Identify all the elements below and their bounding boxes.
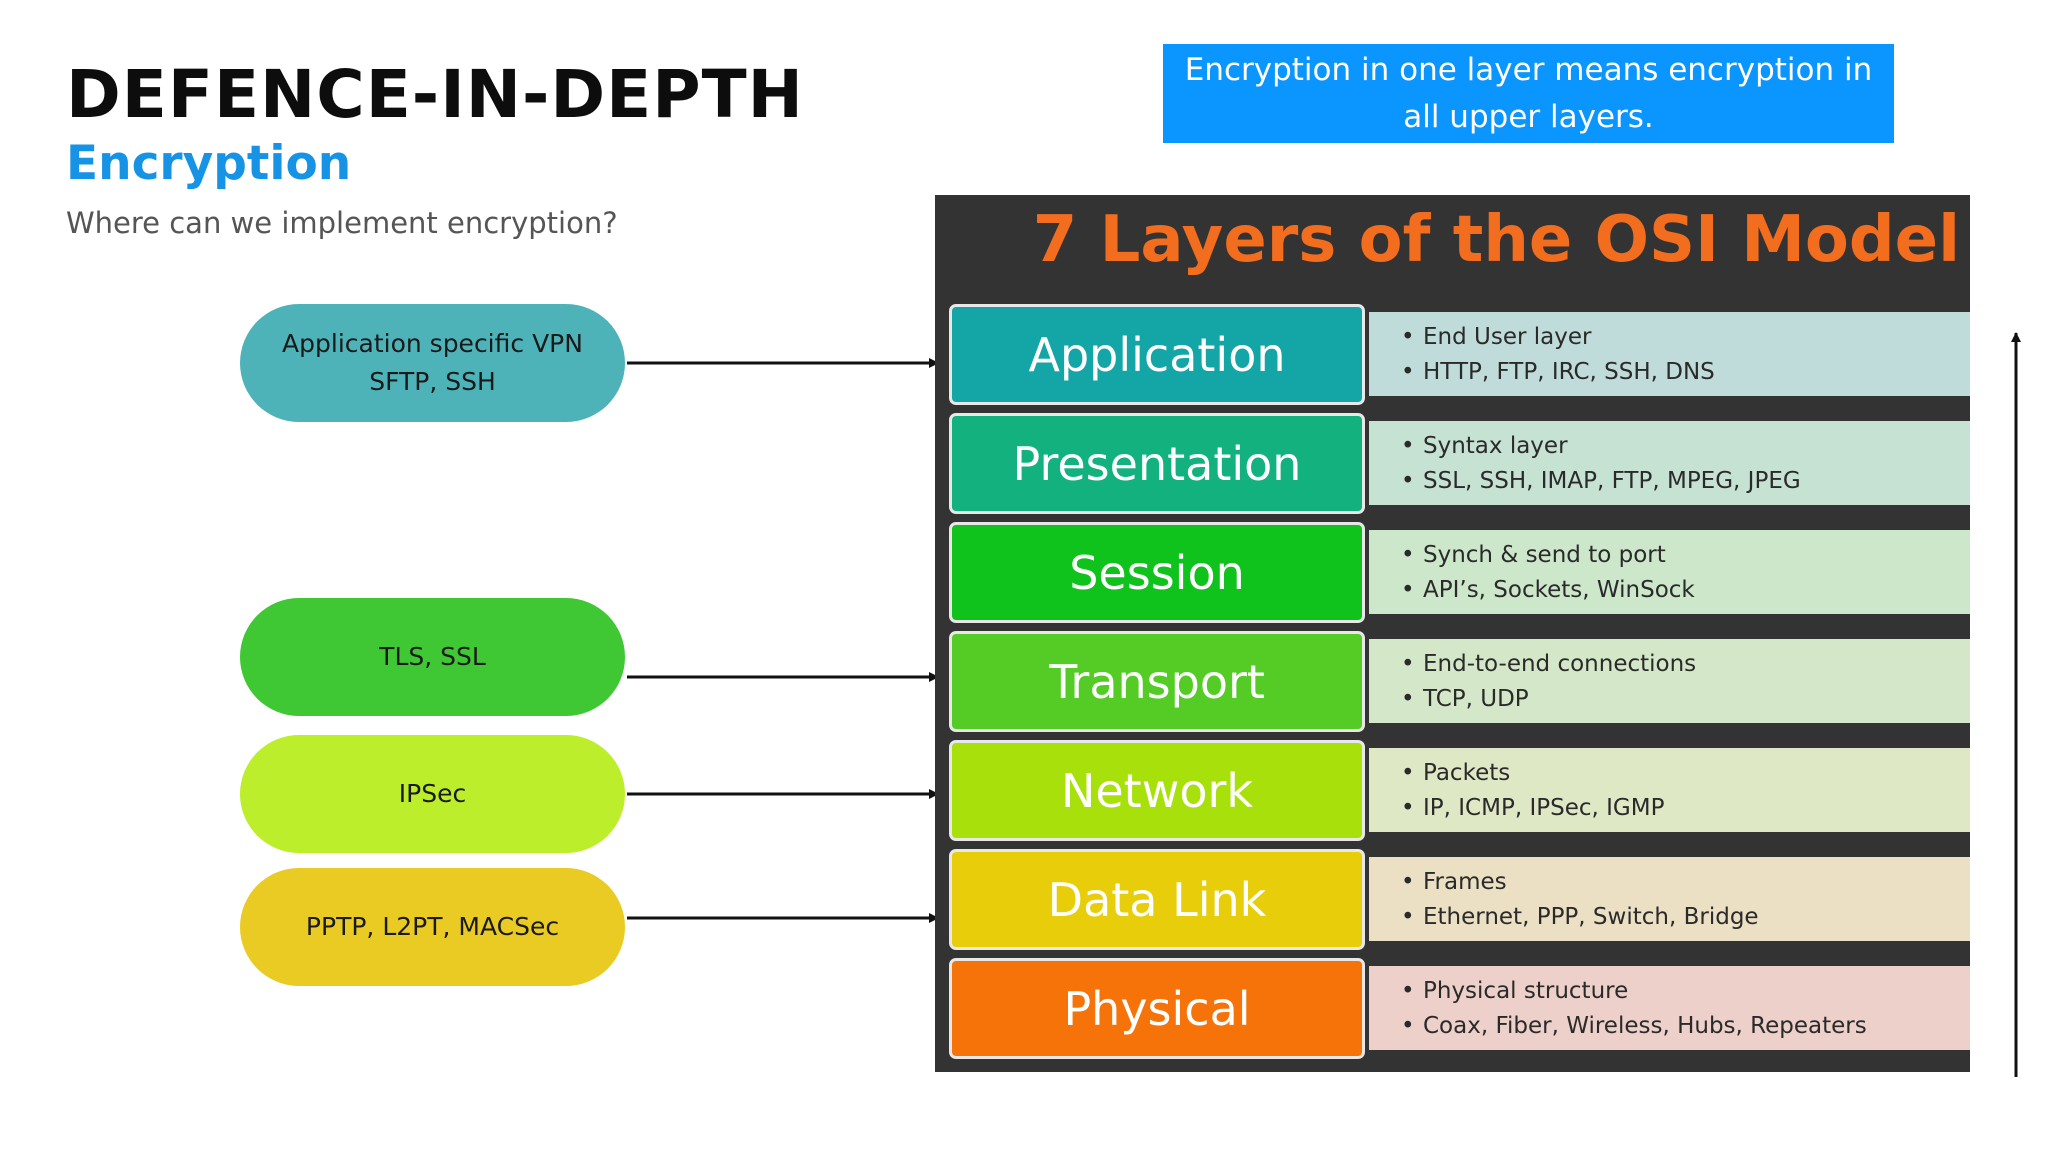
osi-model-panel: 7 Layers of the OSI Model Application En… [935, 195, 1970, 1072]
layer-name: Session [949, 522, 1365, 623]
layer-name: Transport [949, 631, 1365, 732]
layer-name: Application [949, 304, 1365, 405]
layer-description: Packets IP, ICMP, IPSec, IGMP [1369, 748, 1970, 832]
layer-desc-line: End-to-end connections [1401, 647, 1970, 682]
osi-title: 7 Layers of the OSI Model [1032, 203, 1960, 277]
osi-layer-application: Application End User layer HTTP, FTP, IR… [949, 304, 1970, 405]
encryption-callout: Encryption in one layer means encryption… [1163, 44, 1894, 143]
method-pill-tls-ssl: TLS, SSL [240, 598, 625, 716]
layer-desc-line: Packets [1401, 756, 1970, 791]
osi-layer-presentation: Presentation Syntax layer SSL, SSH, IMAP… [949, 413, 1970, 514]
osi-layer-transport: Transport End-to-end connections TCP, UD… [949, 631, 1970, 732]
method-pill-line: TLS, SSL [379, 642, 486, 671]
method-pill-line: PPTP, L2PT, MACSec [305, 912, 560, 941]
layer-name: Presentation [949, 413, 1365, 514]
layer-desc-line: End User layer [1401, 320, 1970, 355]
layer-desc-line: Syntax layer [1401, 429, 1970, 464]
method-pill-pptp-l2pt-macsec: PPTP, L2PT, MACSec [240, 868, 625, 986]
layer-name: Physical [949, 958, 1365, 1059]
layer-desc-line: Ethernet, PPP, Switch, Bridge [1401, 900, 1970, 935]
callout-text: Encryption in one layer means encryption… [1184, 51, 1873, 135]
osi-layer-session: Session Synch & send to port API’s, Sock… [949, 522, 1970, 623]
method-pill-line: SFTP, SSH [369, 367, 496, 396]
layer-desc-line: SSL, SSH, IMAP, FTP, MPEG, JPEG [1401, 464, 1970, 499]
page-subtitle: Encryption [66, 136, 352, 191]
layer-description: Syntax layer SSL, SSH, IMAP, FTP, MPEG, … [1369, 421, 1970, 505]
layer-description: End User layer HTTP, FTP, IRC, SSH, DNS [1369, 312, 1970, 396]
layer-desc-line: Frames [1401, 865, 1970, 900]
layer-desc-line: Synch & send to port [1401, 538, 1970, 573]
layer-description: Frames Ethernet, PPP, Switch, Bridge [1369, 857, 1970, 941]
layer-desc-line: IP, ICMP, IPSec, IGMP [1401, 791, 1970, 826]
layer-name: Data Link [949, 849, 1365, 950]
layer-desc-line: Physical structure [1401, 974, 1970, 1009]
layer-description: End-to-end connections TCP, UDP [1369, 639, 1970, 723]
osi-layer-data-link: Data Link Frames Ethernet, PPP, Switch, … [949, 849, 1970, 950]
method-pill-ipsec: IPSec [240, 735, 625, 853]
page-question: Where can we implement encryption? [66, 206, 618, 240]
osi-layer-network: Network Packets IP, ICMP, IPSec, IGMP [949, 740, 1970, 841]
osi-layer-physical: Physical Physical structure Coax, Fiber,… [949, 958, 1970, 1059]
layer-name: Network [949, 740, 1365, 841]
layer-desc-line: HTTP, FTP, IRC, SSH, DNS [1401, 355, 1970, 390]
method-pill-line: Application specific VPN [282, 329, 583, 358]
layer-description: Physical structure Coax, Fiber, Wireless… [1369, 966, 1970, 1050]
layer-desc-line: API’s, Sockets, WinSock [1401, 573, 1970, 608]
layer-description: Synch & send to port API’s, Sockets, Win… [1369, 530, 1970, 614]
page-title: DEFENCE-IN-DEPTH [66, 56, 804, 133]
method-pill-line: IPSec [398, 779, 467, 808]
layer-desc-line: Coax, Fiber, Wireless, Hubs, Repeaters [1401, 1009, 1970, 1044]
method-pill-application-vpn: Application specific VPN SFTP, SSH [240, 304, 625, 422]
layer-desc-line: TCP, UDP [1401, 682, 1970, 717]
